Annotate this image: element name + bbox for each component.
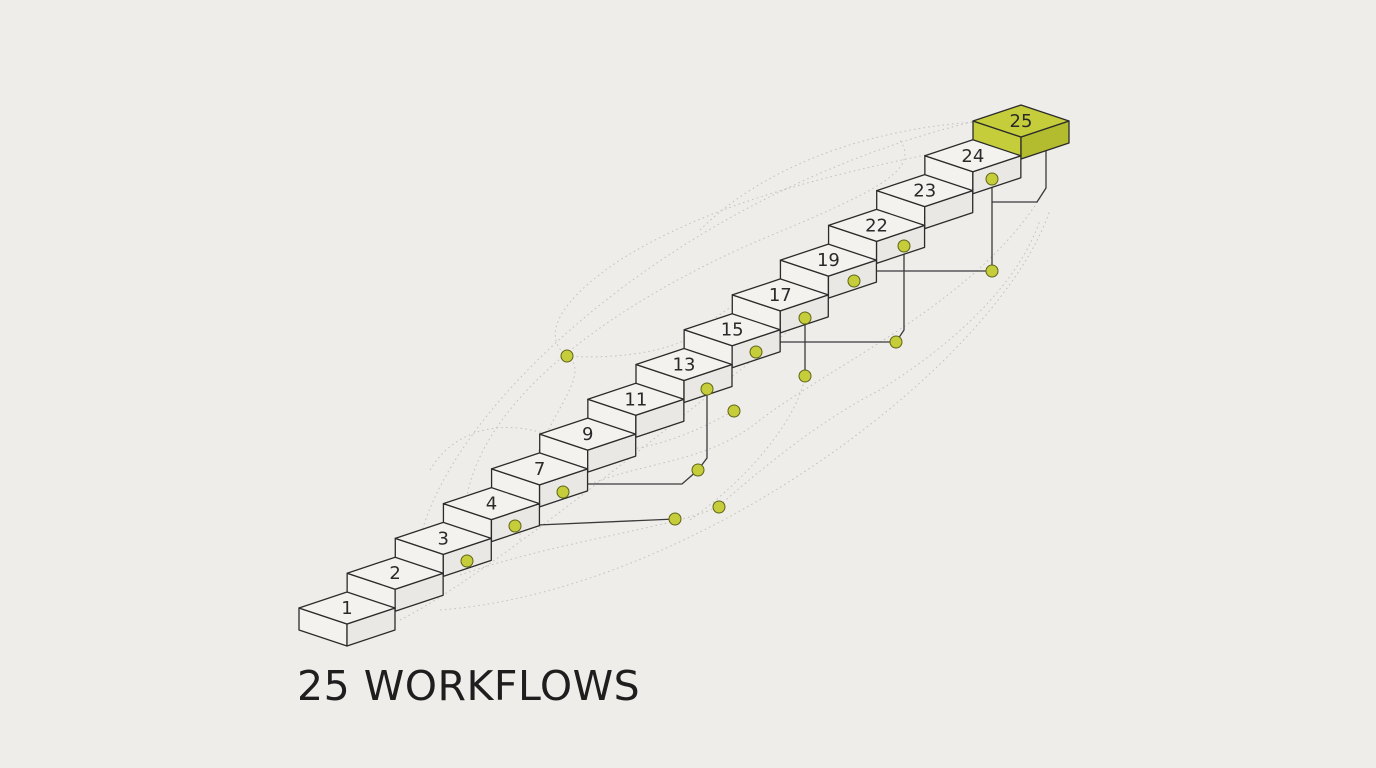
step-top-face [346,556,444,590]
step-label: 17 [769,285,792,306]
connector-node [560,349,574,363]
connector-node [749,345,763,359]
connector-node [556,485,570,499]
step-top-face [731,278,829,312]
diagram-title: 25 WORKFLOWS [297,662,641,710]
connector-node [897,239,911,253]
step-label: 13 [673,355,696,376]
orbit-path [415,119,981,601]
connector-nodes [460,172,999,568]
connector-node [700,382,714,396]
connector-node [727,404,741,418]
connector-node [798,311,812,325]
step-top-face [972,104,1070,138]
step-label: 19 [817,250,840,271]
orbit-path [519,149,951,541]
step-top-face [876,173,974,208]
step-top-face [442,486,541,521]
step-top-face [683,313,781,347]
step-label: 1 [341,598,352,619]
staircase-steps: 25 24 23 22 19 17 15 13 11 9 7 4 3 2 1 [298,104,1070,647]
step-label: 25 [1010,111,1033,132]
connector-line [514,518,676,527]
step-label: 23 [913,181,936,202]
step-24: 24 [924,139,1022,195]
connector-node [847,274,861,288]
step-label: 3 [438,528,449,549]
orbit-path [399,129,1041,621]
step-label: 2 [389,563,400,584]
connector-node [712,500,726,514]
orbit-path [464,139,906,561]
step-top-face [587,382,685,416]
connector-node [508,519,522,533]
step-23: 23 [876,173,974,230]
orbit-path [439,209,1051,611]
step-label: 7 [534,459,545,480]
step-label: 24 [961,146,984,167]
step-11: 11 [587,382,685,438]
step-top-face [394,521,492,556]
step-top-face [924,139,1022,173]
orbit-path [699,121,976,231]
connector-node [889,335,903,349]
step-label: 4 [486,494,497,515]
step-label: 15 [721,320,744,341]
step-top-face [298,591,396,625]
step-15: 15 [683,313,781,369]
step-25: 25 [972,104,1070,160]
step-label: 11 [624,389,647,410]
step-top-face [539,417,637,451]
connector-node [985,172,999,186]
connector-node [798,369,812,383]
step-top-face [827,208,926,243]
step-top-face [490,452,589,486]
orbit-path [689,375,806,521]
step-top-face [635,347,733,382]
step-top-face [779,243,878,277]
step-label: 9 [582,424,593,445]
step-2: 2 [346,556,444,612]
connector-node [668,512,682,526]
step-1: 1 [298,591,396,647]
dotted-orbit-paths [399,119,1051,621]
orbit-path [459,219,1041,576]
connector-node [691,463,705,477]
connector-node [460,554,474,568]
step-9: 9 [539,417,637,473]
connector-node [985,264,999,278]
step-label: 22 [865,215,888,236]
